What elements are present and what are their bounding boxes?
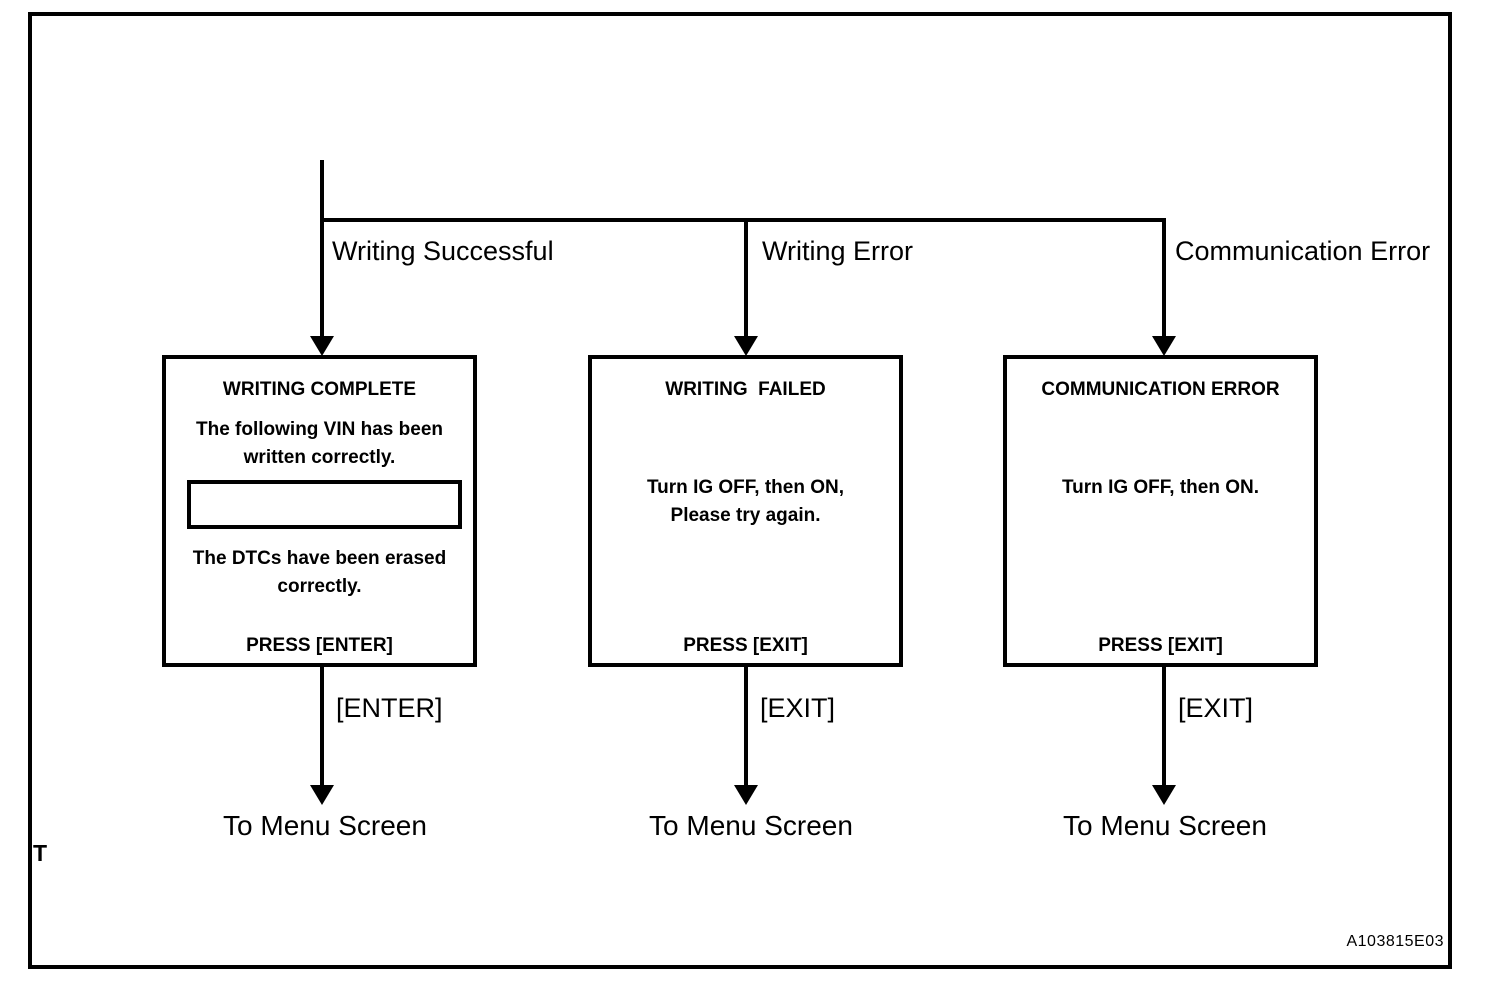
branch-label-communication-error: Communication Error [1175, 236, 1431, 266]
screen-message: The DTCs have been erased correctly. [192, 548, 447, 597]
screen-message: The following VIN has been written corre… [195, 419, 444, 468]
exit-arrow-line [744, 667, 748, 785]
key-label-exit: [EXIT] [760, 693, 836, 723]
flow-branch-connector-line [320, 218, 1166, 222]
branch-communication-error-line [1162, 222, 1166, 336]
arrow-down-icon [310, 785, 334, 805]
page-marker: T [33, 840, 48, 866]
destination-label: To Menu Screen [649, 810, 853, 841]
branch-writing-successful-line [320, 222, 324, 336]
arrow-down-icon [1152, 785, 1176, 805]
screen-message: Turn IG OFF, then ON, Please try again. [646, 477, 845, 526]
branch-writing-error-line [744, 222, 748, 336]
press-key-instruction: PRESS [ENTER] [246, 635, 393, 656]
screen-title: WRITING FAILED [665, 379, 826, 400]
flow-stem-line [320, 160, 324, 222]
arrow-down-icon [734, 336, 758, 356]
arrow-down-icon [310, 336, 334, 356]
screen-box-writing-complete: WRITING COMPLETE The following VIN has b… [162, 355, 477, 667]
figure-id: A103815E03 [1346, 933, 1444, 950]
key-label-enter: [ENTER] [336, 693, 443, 723]
screen-message: Turn IG OFF, then ON. [1061, 477, 1260, 498]
destination-label: To Menu Screen [223, 810, 427, 841]
screen-title: WRITING COMPLETE [222, 379, 417, 400]
destination-label: To Menu Screen [1063, 810, 1267, 841]
arrow-down-icon [734, 785, 758, 805]
screen-box-communication-error: COMMUNICATION ERROR Turn IG OFF, then ON… [1003, 355, 1318, 667]
exit-arrow-line [1162, 667, 1166, 785]
press-key-instruction: PRESS [EXIT] [683, 635, 808, 656]
branch-label-writing-successful: Writing Successful [332, 236, 554, 266]
key-label-exit: [EXIT] [1178, 693, 1254, 723]
vin-value-box [187, 480, 462, 529]
screen-box-writing-failed: WRITING FAILED Turn IG OFF, then ON, Ple… [588, 355, 903, 667]
arrow-down-icon [1152, 336, 1176, 356]
press-key-instruction: PRESS [EXIT] [1098, 635, 1223, 656]
exit-arrow-line [320, 667, 324, 785]
screen-title: COMMUNICATION ERROR [1041, 379, 1280, 400]
branch-label-writing-error: Writing Error [762, 236, 914, 266]
